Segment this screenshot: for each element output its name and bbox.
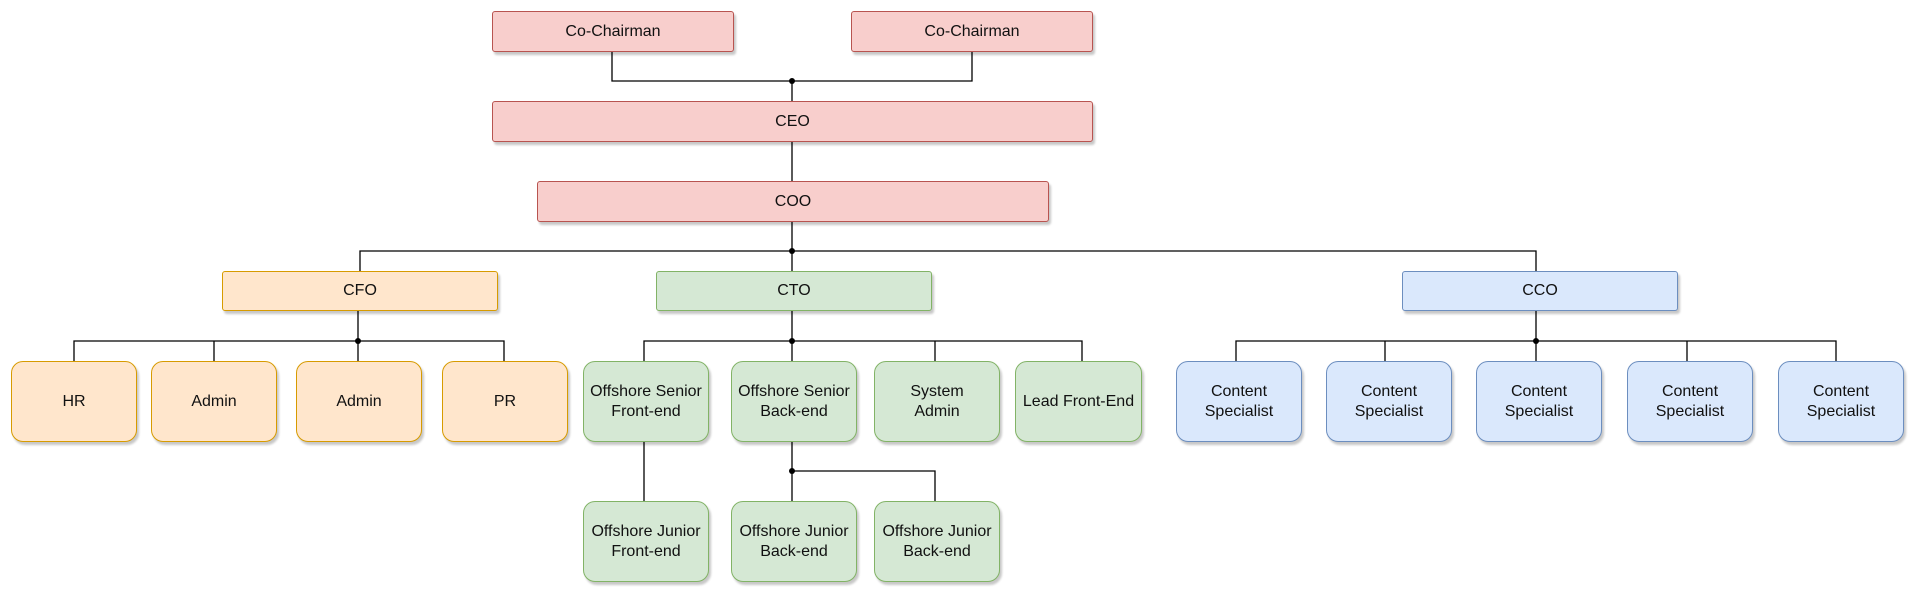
node-content-specialist-5: Content Specialist [1778,361,1904,442]
node-co-chairman-1: Co-Chairman [492,11,734,52]
junction-dot [789,248,795,254]
node-content-specialist-1: Content Specialist [1176,361,1302,442]
connector-senior-backend-to-juniors [791,442,936,501]
node-lead-frontend: Lead Front-End [1015,361,1142,442]
node-cco: CCO [1402,271,1678,311]
junction-dot [789,78,795,84]
node-offshore-senior-backend: Offshore Senior Back-end [731,361,857,442]
connector-chairmen-to-ceo [611,52,973,101]
connector-coo-to-cxo [359,222,1537,271]
junction-dot [355,338,361,344]
node-content-specialist-4: Content Specialist [1627,361,1753,442]
node-coo: COO [537,181,1049,222]
junction-dot [789,338,795,344]
node-hr: HR [11,361,137,442]
node-offshore-junior-frontend: Offshore Junior Front-end [583,501,709,582]
node-content-specialist-2: Content Specialist [1326,361,1452,442]
node-ceo: CEO [492,101,1093,142]
node-admin-1: Admin [151,361,277,442]
junction-dot [789,468,795,474]
node-offshore-junior-backend-1: Offshore Junior Back-end [731,501,857,582]
connector-cfo-to-staff [73,311,505,361]
node-content-specialist-3: Content Specialist [1476,361,1602,442]
node-cfo: CFO [222,271,498,311]
connector-cco-to-staff [1235,311,1837,361]
node-admin-2: Admin [296,361,422,442]
connector-cto-to-staff [643,311,1083,361]
node-offshore-junior-backend-2: Offshore Junior Back-end [874,501,1000,582]
node-pr: PR [442,361,568,442]
junction-dot [1533,338,1539,344]
node-offshore-senior-frontend: Offshore Senior Front-end [583,361,709,442]
node-co-chairman-2: Co-Chairman [851,11,1093,52]
node-cto: CTO [656,271,932,311]
node-system-admin: System Admin [874,361,1000,442]
